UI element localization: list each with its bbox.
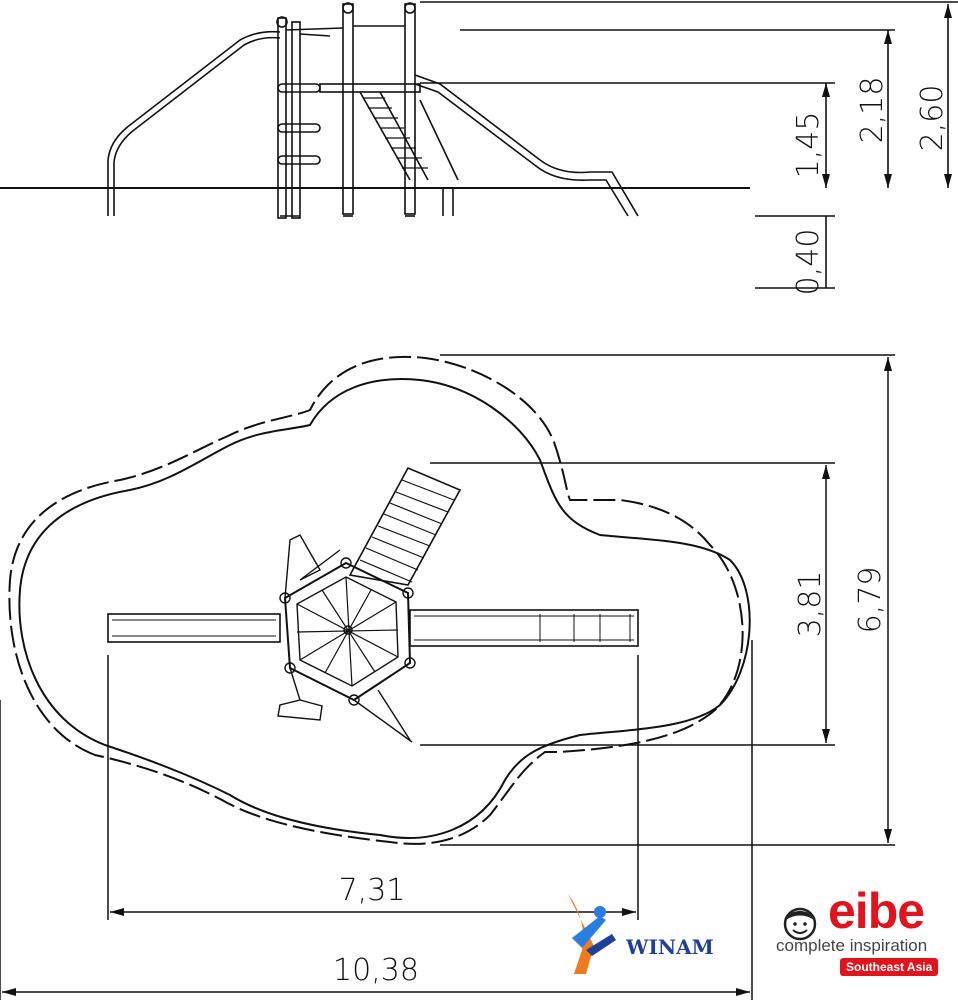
eibe-wordmark: eibe [828,883,925,939]
winam-wordmark: WINAM [625,935,714,959]
plan-view [0,354,895,1000]
dim-height-total: 2,60 [915,85,950,152]
plan-view-labels: 3,81 6,79 7,31 10,38 [333,567,888,988]
dim-depth-equipment: 3,81 [793,571,828,638]
eibe-logo: eibe complete inspiration Southeast Asia [776,883,956,988]
dim-width-equipment: 7,31 [339,873,406,908]
winam-logo: WINAM [560,890,740,980]
dim-width-safety-zone: 10,38 [333,953,419,988]
dim-depth-safety-zone: 6,79 [853,567,888,634]
dim-height-roof: 2,18 [855,77,890,144]
child-face-icon [783,907,817,941]
eibe-tagline: complete inspiration [776,936,928,955]
side-view-labels: 2,60 2,18 1,45 0,40 [791,77,950,296]
dim-depth-foundation: 0,40 [791,229,826,296]
dim-height-platform: 1,45 [791,112,826,179]
winam-figure-icon: WINAM [568,894,714,974]
eibe-region-badge: Southeast Asia [840,958,939,976]
side-view [0,1,958,289]
